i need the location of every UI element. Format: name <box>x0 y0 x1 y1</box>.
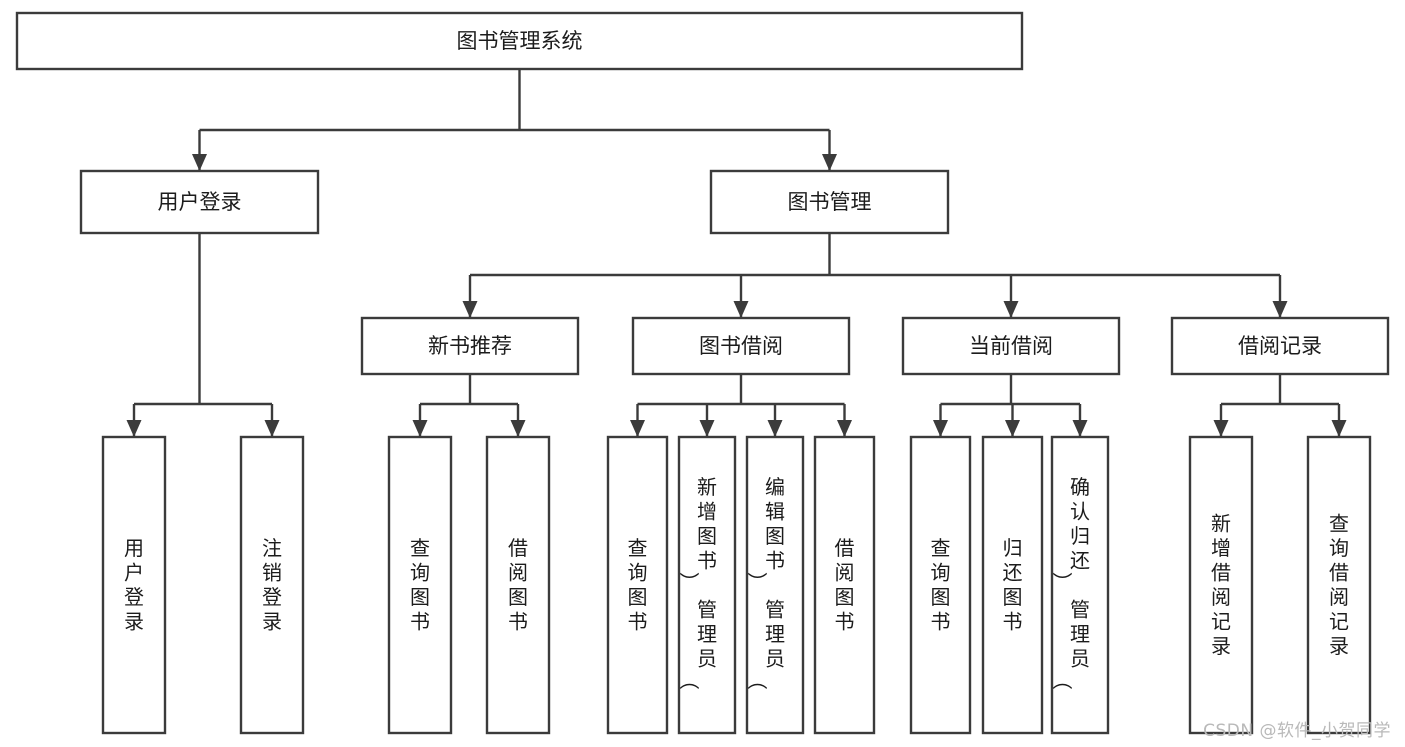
node-n03[interactable]: 查询图书 <box>387 435 453 735</box>
node-label: 新书推荐 <box>428 334 512 358</box>
node-n12[interactable]: 新增借阅记录 <box>1188 435 1254 735</box>
node-label: 借阅记录 <box>1238 334 1322 358</box>
node-n05[interactable]: 查询图书 <box>606 435 669 735</box>
node-box <box>360 316 580 376</box>
node-label: 新增借阅记录 <box>1211 512 1231 659</box>
node-box <box>677 435 737 735</box>
node-label: 图书管理系统 <box>457 29 583 53</box>
node-box <box>901 316 1121 376</box>
node-l2b[interactable]: 图书借阅 <box>631 316 851 376</box>
arrow-head-icon <box>837 420 852 437</box>
node-box <box>387 435 453 735</box>
node-label: 图书管理 <box>788 190 872 214</box>
node-box <box>745 435 805 735</box>
node-l1a[interactable]: 用户登录 <box>79 169 320 235</box>
node-l2d[interactable]: 借阅记录 <box>1170 316 1390 376</box>
arrow-head-icon <box>462 301 478 318</box>
node-box <box>606 435 669 735</box>
node-label: 查询借阅记录 <box>1329 512 1349 659</box>
node-n06[interactable]: 新增图书（管理员） <box>677 435 737 735</box>
node-root[interactable]: 图书管理系统 <box>15 11 1024 71</box>
node-label: 注销登录 <box>262 536 282 634</box>
arrow-head-icon <box>1005 420 1020 437</box>
node-label: 编辑图书（管理员） <box>746 475 785 690</box>
arrow-head-icon <box>1272 301 1288 318</box>
node-label: 借阅图书 <box>508 536 528 634</box>
node-n10[interactable]: 归还图书 <box>981 435 1044 735</box>
node-n08[interactable]: 借阅图书 <box>813 435 876 735</box>
node-l1b[interactable]: 图书管理 <box>709 169 950 235</box>
arrow-head-icon <box>822 154 837 171</box>
arrow-head-icon <box>1003 301 1019 318</box>
arrow-head-icon <box>699 420 715 437</box>
node-box <box>981 435 1044 735</box>
node-box <box>909 435 972 735</box>
node-box <box>709 169 950 235</box>
node-box <box>1050 435 1110 735</box>
node-n13[interactable]: 查询借阅记录 <box>1306 435 1372 735</box>
node-box <box>101 435 167 735</box>
arrow-head-icon <box>733 301 749 318</box>
node-n02[interactable]: 注销登录 <box>239 435 305 735</box>
node-label: 归还图书 <box>1003 536 1023 634</box>
arrow-head-icon <box>126 420 142 437</box>
arrow-head-icon <box>1331 420 1347 437</box>
node-l2a[interactable]: 新书推荐 <box>360 316 580 376</box>
node-label: 用户登录 <box>124 536 144 634</box>
node-box <box>1188 435 1254 735</box>
arrow-head-icon <box>1213 420 1229 437</box>
node-box <box>631 316 851 376</box>
arrow-head-icon <box>264 420 280 437</box>
node-label: 借阅图书 <box>835 536 855 634</box>
node-box <box>485 435 551 735</box>
node-label: 图书借阅 <box>699 334 783 358</box>
node-label: 新增图书（管理员） <box>678 475 717 690</box>
node-box <box>239 435 305 735</box>
arrow-head-icon <box>1072 420 1088 437</box>
node-label: 查询图书 <box>628 536 648 634</box>
node-n07[interactable]: 编辑图书（管理员） <box>745 435 805 735</box>
node-label: 当前借阅 <box>969 334 1053 358</box>
node-n09[interactable]: 查询图书 <box>909 435 972 735</box>
node-box <box>813 435 876 735</box>
node-label: 确认归还（管理员） <box>1051 475 1090 690</box>
node-label: 用户登录 <box>158 190 242 214</box>
node-n01[interactable]: 用户登录 <box>101 435 167 735</box>
node-label: 查询图书 <box>931 536 951 634</box>
node-box <box>79 169 320 235</box>
node-l2c[interactable]: 当前借阅 <box>901 316 1121 376</box>
node-box <box>1170 316 1390 376</box>
node-box <box>1306 435 1372 735</box>
node-label: 查询图书 <box>410 536 430 634</box>
node-n04[interactable]: 借阅图书 <box>485 435 551 735</box>
node-box <box>15 11 1024 71</box>
arrow-head-icon <box>510 420 526 437</box>
arrow-head-icon <box>412 420 428 437</box>
arrow-head-icon <box>630 420 645 437</box>
arrow-head-icon <box>767 420 783 437</box>
arrow-head-icon <box>933 420 948 437</box>
arrow-head-icon <box>192 154 207 171</box>
node-n11[interactable]: 确认归还（管理员） <box>1050 435 1110 735</box>
